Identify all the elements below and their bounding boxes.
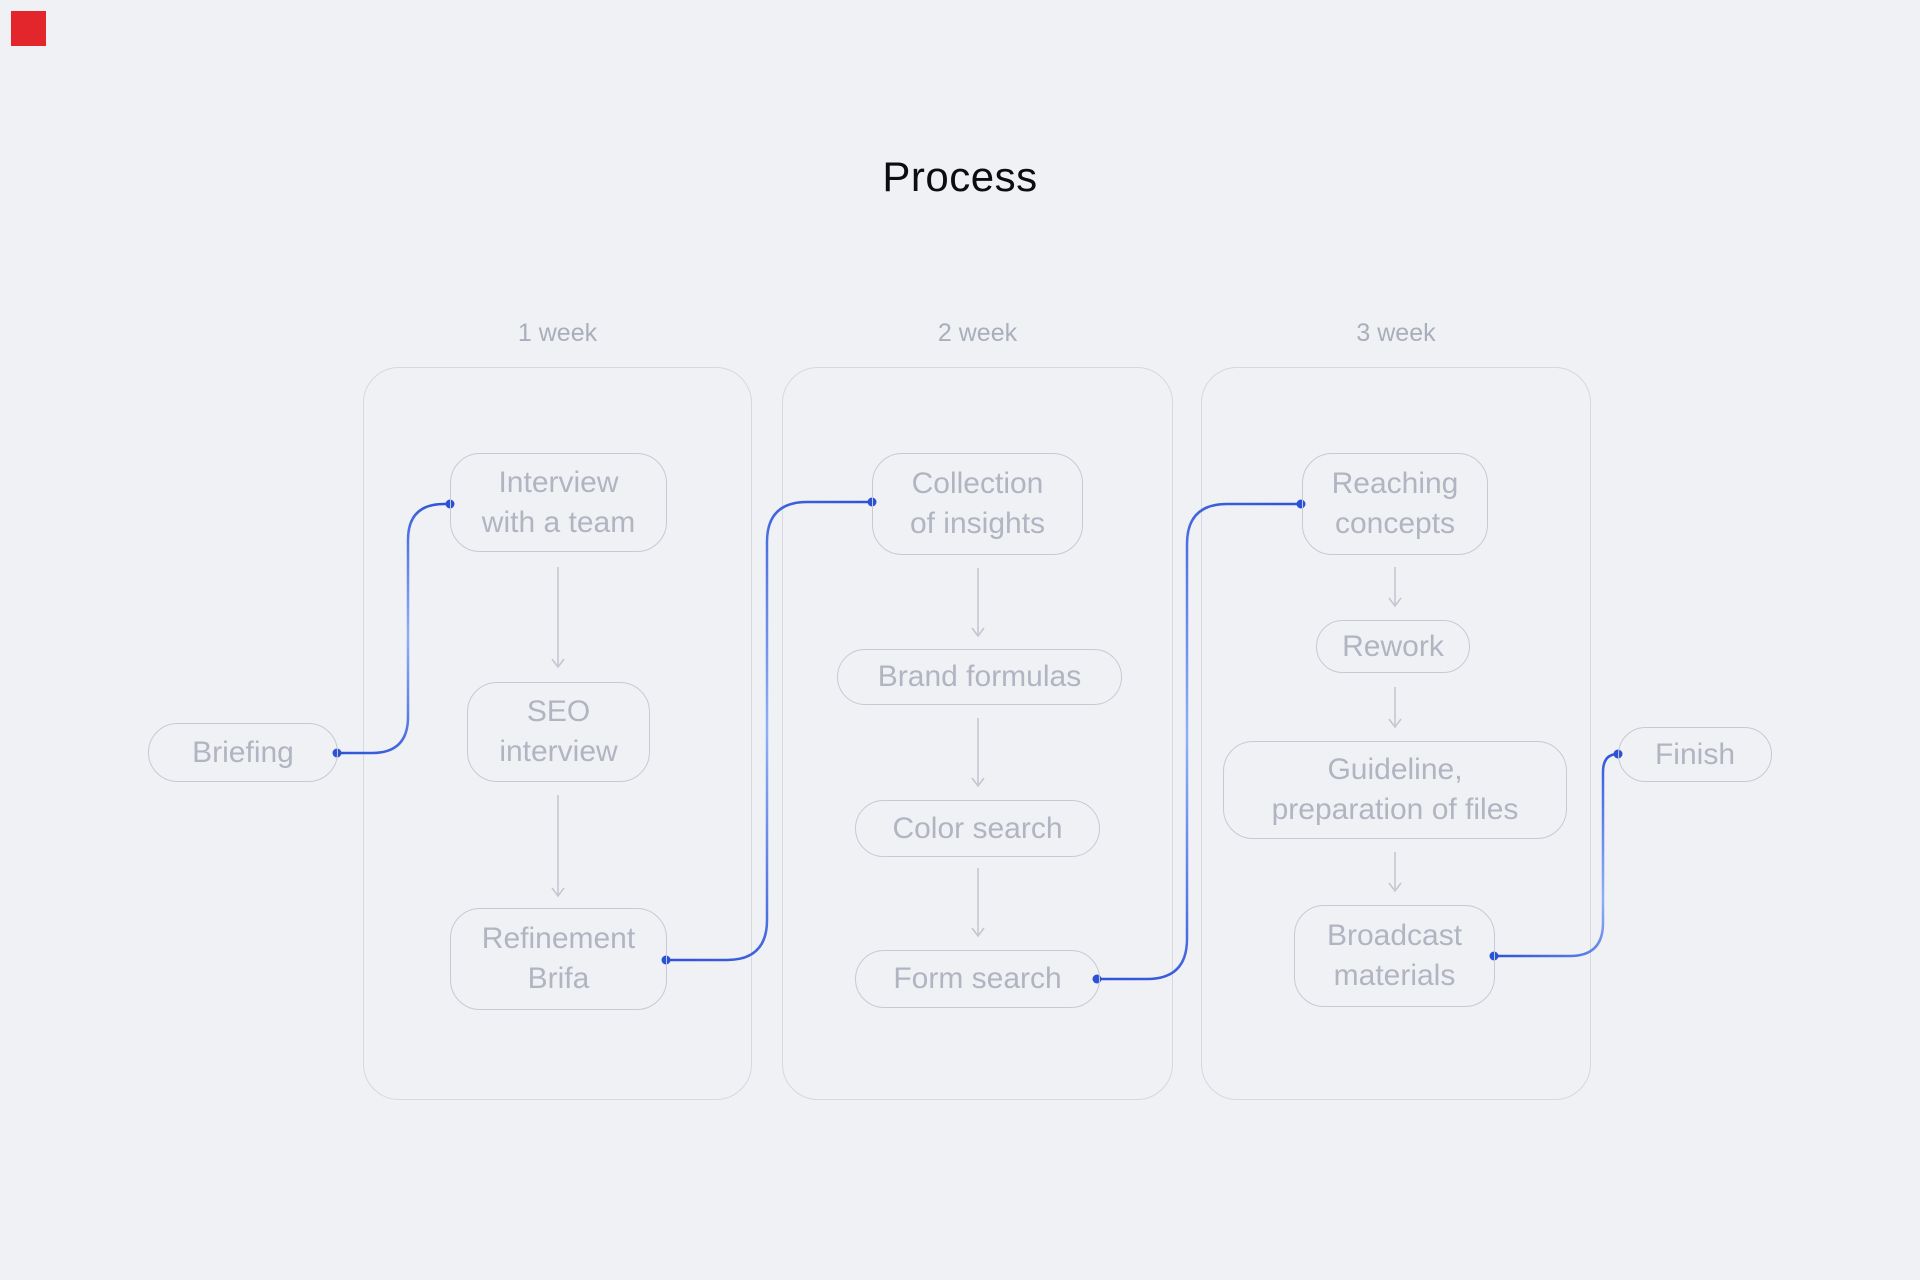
step-color-search: Color search [855,800,1100,857]
week-2-label: 2 week [937,319,1018,347]
step-broadcast-materials: Broadcast materials [1294,905,1495,1007]
step-reaching-concepts: Reaching concepts [1302,453,1488,555]
flow-finish: Finish [1618,727,1772,782]
step-seo-interview: SEO interview [467,682,650,782]
page-title: Process [882,153,1038,200]
step-brand-formulas: Brand formulas [837,649,1122,705]
step-interview-with-a-team: Interview with a team [450,453,667,552]
step-guideline-preparation-of-files: Guideline, preparation of files [1223,741,1567,839]
red-brand-square [11,11,46,46]
step-form-search: Form search [855,950,1100,1008]
step-refinement-brifa: Refinement Brifa [450,908,667,1010]
week-3-label: 3 week [1356,319,1436,347]
flow-start-briefing: Briefing [148,723,338,782]
step-rework: Rework [1316,620,1470,673]
week-1-label: 1 week [517,319,598,347]
step-collection-of-insights: Collection of insights [872,453,1083,555]
